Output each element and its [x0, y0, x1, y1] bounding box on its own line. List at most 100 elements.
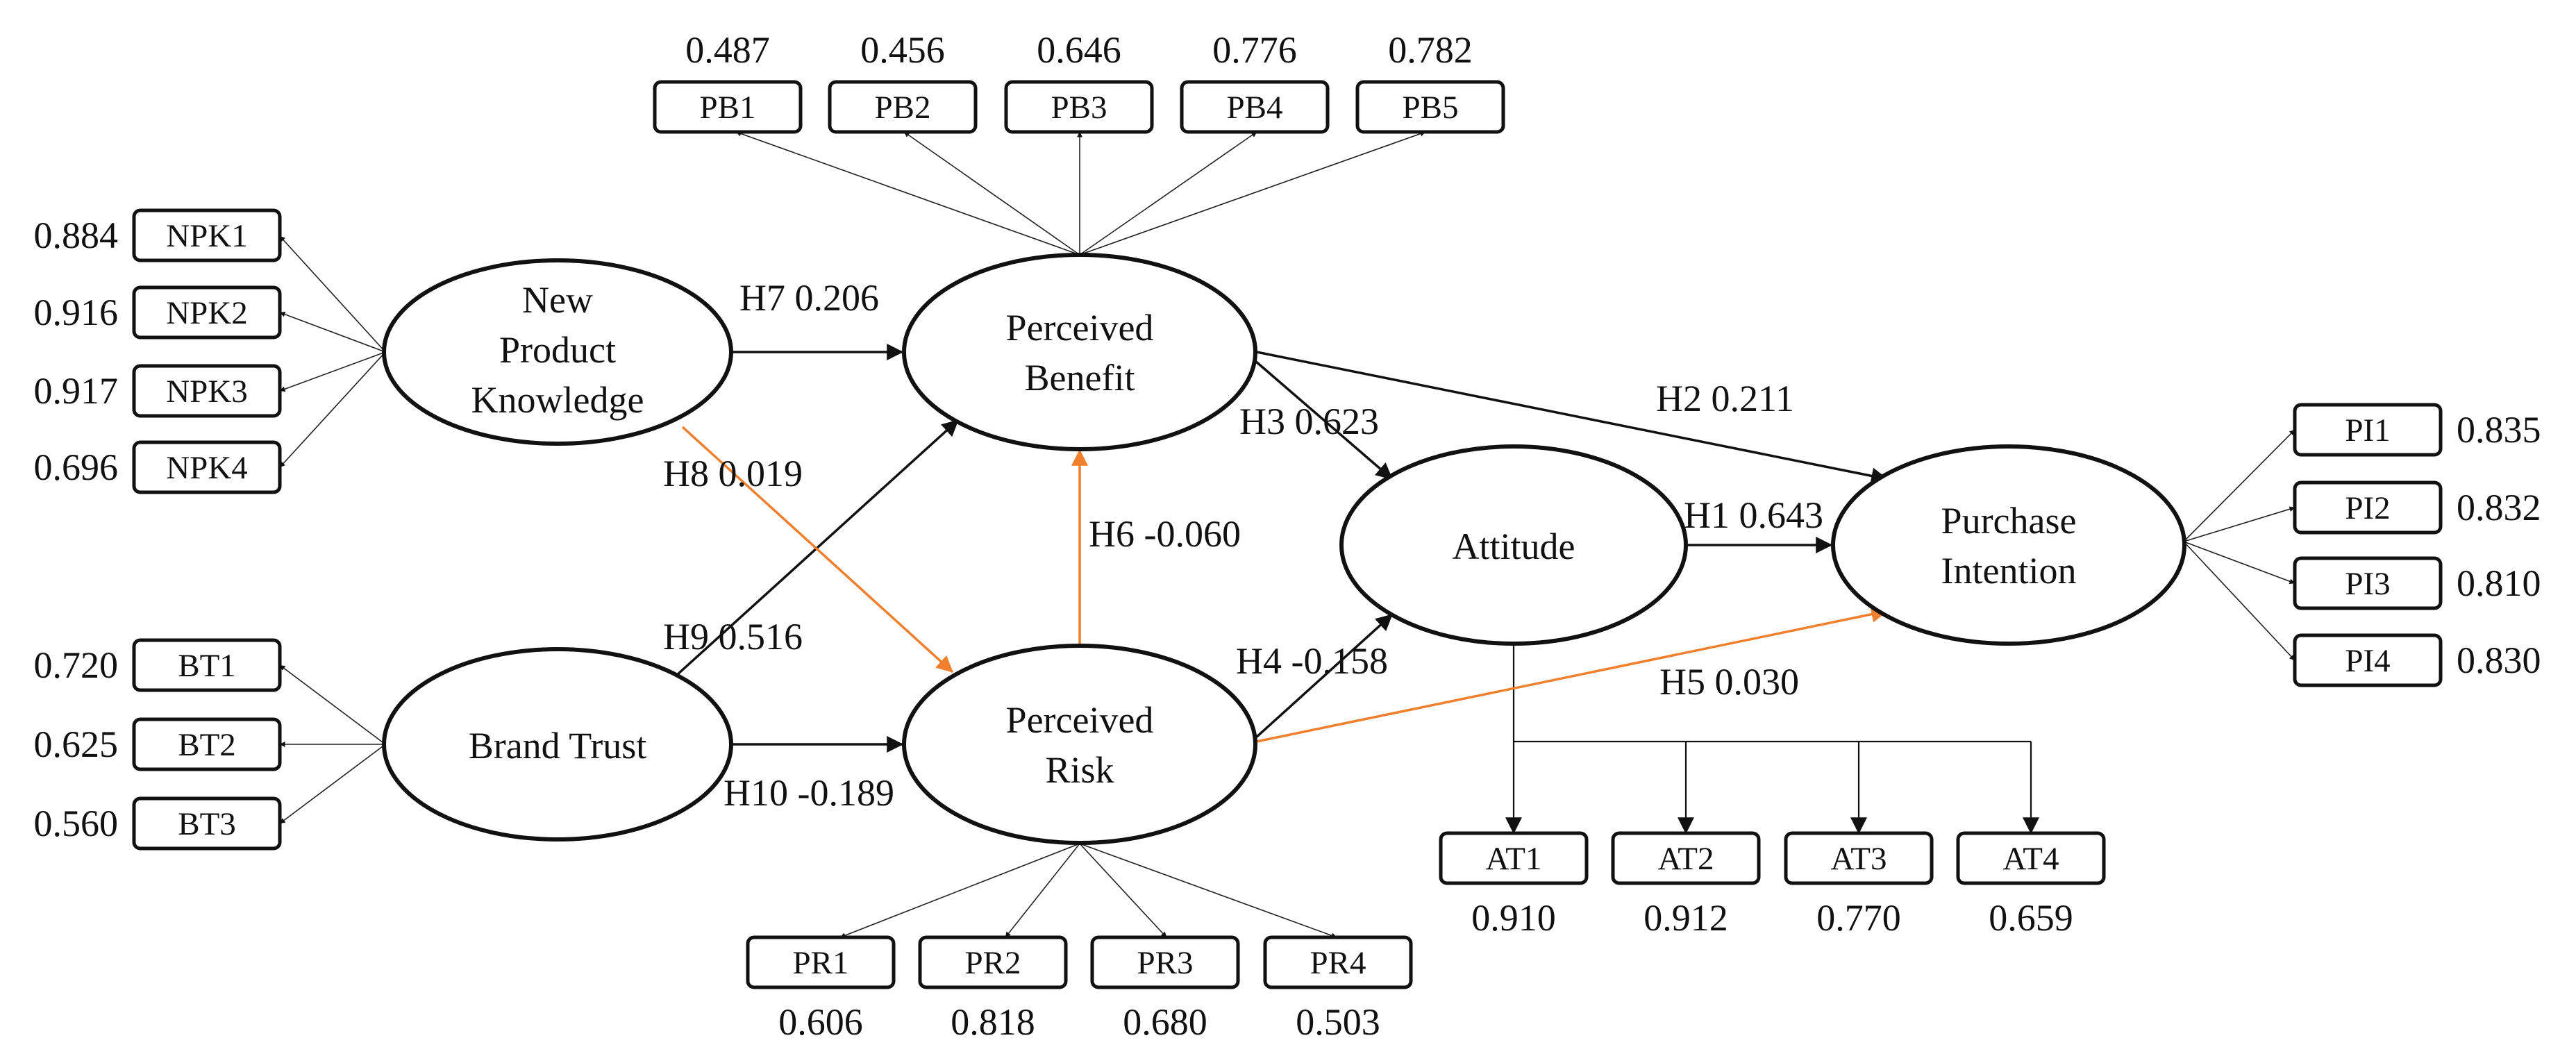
svg-text:NPK2: NPK2	[166, 295, 248, 331]
label-h10: H10 -0.189	[724, 772, 894, 814]
label-h8: H8 0.019	[663, 453, 803, 494]
indicator-npk2: NPK2 0.916	[34, 285, 282, 340]
label-h9: H9 0.516	[663, 616, 803, 658]
label-h7: H7 0.206	[739, 277, 879, 319]
loading-at3: 0.770	[1816, 897, 1901, 939]
indicator-pb3: PB3 0.646	[1004, 29, 1154, 134]
structural-paths	[676, 344, 1889, 753]
indicator-pr1: PR1 0.606	[746, 935, 896, 1043]
indicator-bt2: BT2 0.625	[34, 717, 282, 771]
svg-text:AT2: AT2	[1658, 841, 1714, 877]
indicator-pi4: PI4 0.830	[2293, 633, 2541, 687]
path-h4	[1254, 613, 1394, 739]
path-h5	[1256, 605, 1889, 743]
indicator-bt3: BT3 0.560	[34, 796, 282, 851]
path-labels: H7 0.206 H8 0.019 H9 0.516 H10 -0.189 H6…	[663, 277, 1823, 814]
construct-bt-line1: Brand Trust	[469, 725, 647, 767]
indicator-at4: AT4 0.659	[1956, 831, 2106, 939]
svg-text:PB5: PB5	[1403, 90, 1459, 126]
indicator-at1: AT1 0.910	[1439, 831, 1589, 939]
label-h4: H4 -0.158	[1236, 640, 1388, 682]
construct-npk-line3: Knowledge	[471, 379, 644, 421]
svg-text:NPK4: NPK4	[166, 450, 248, 486]
loading-npk2: 0.916	[34, 292, 119, 333]
loading-pr4: 0.503	[1296, 1001, 1380, 1043]
indicator-npk3: NPK3 0.917	[34, 364, 282, 418]
svg-text:PR4: PR4	[1310, 945, 1366, 981]
loading-at4: 0.659	[1989, 897, 2073, 939]
svg-text:PB3: PB3	[1051, 90, 1107, 126]
construct-pi: Purchase Intention	[1831, 444, 2186, 646]
indicator-at2: AT2 0.912	[1611, 831, 1761, 939]
svg-text:BT2: BT2	[178, 727, 236, 763]
loading-pb1: 0.487	[685, 29, 770, 71]
svg-text:NPK3: NPK3	[166, 374, 248, 410]
path-h3	[1254, 360, 1394, 480]
indicator-pi2: PI2 0.832	[2293, 480, 2541, 535]
loading-bt1: 0.720	[34, 644, 119, 686]
path-h9	[676, 419, 960, 676]
indicator-pb1: PB1 0.487	[653, 29, 803, 134]
indicator-at3: AT3 0.770	[1784, 831, 1934, 939]
indicator-pb5: PB5 0.782	[1355, 29, 1505, 134]
indicator-npk1: NPK1 0.884	[34, 208, 282, 262]
indicator-pr2: PR2 0.818	[918, 935, 1068, 1043]
svg-text:PR1: PR1	[793, 945, 849, 981]
indicator-pi3: PI3 0.810	[2293, 556, 2541, 610]
svg-text:PB1: PB1	[700, 90, 756, 126]
label-h5: H5 0.030	[1659, 661, 1799, 703]
svg-text:AT3: AT3	[1831, 841, 1887, 877]
svg-text:AT1: AT1	[1486, 841, 1542, 877]
construct-pr-line2: Risk	[1045, 749, 1114, 791]
path-h2	[1256, 351, 1889, 485]
construct-npk: New Product Knowledge	[382, 258, 733, 446]
loading-at2: 0.912	[1644, 897, 1728, 939]
label-h6: H6 -0.060	[1089, 513, 1241, 555]
indicator-pr3: PR3 0.680	[1090, 935, 1240, 1043]
loading-pr2: 0.818	[951, 1001, 1035, 1043]
label-h1: H1 0.643	[1684, 494, 1823, 536]
loading-bt2: 0.625	[34, 723, 119, 765]
indicator-pr4: PR4 0.503	[1263, 935, 1413, 1043]
construct-pb-line1: Perceived	[1006, 307, 1154, 349]
svg-text:PB4: PB4	[1227, 90, 1283, 126]
svg-text:PI1: PI1	[2345, 412, 2390, 449]
loading-pi1: 0.835	[2457, 409, 2541, 451]
construct-npk-line1: New	[522, 279, 593, 321]
construct-bt: Brand Trust	[382, 647, 733, 842]
loading-pr3: 0.680	[1123, 1001, 1207, 1043]
attitude-indicator-lines	[1505, 646, 2039, 835]
loading-pr1: 0.606	[778, 1001, 863, 1043]
construct-at-line1: Attitude	[1453, 526, 1575, 567]
svg-text:PI4: PI4	[2345, 643, 2390, 679]
indicator-pb4: PB4 0.776	[1180, 29, 1330, 134]
indicator-lines	[279, 131, 2295, 939]
construct-pr-line1: Perceived	[1006, 699, 1154, 741]
svg-text:PR2: PR2	[965, 945, 1021, 981]
indicator-pb2: PB2 0.456	[828, 29, 978, 134]
loading-bt3: 0.560	[34, 803, 119, 844]
loading-at1: 0.910	[1471, 897, 1556, 939]
label-h3: H3 0.623	[1239, 401, 1379, 442]
construct-pi-line1: Purchase	[1941, 500, 2077, 542]
svg-text:AT4: AT4	[2003, 841, 2059, 877]
svg-text:PB2: PB2	[875, 90, 931, 126]
path-h8	[681, 426, 954, 673]
loading-pb4: 0.776	[1212, 29, 1297, 71]
loading-pi3: 0.810	[2457, 562, 2541, 604]
loading-pb2: 0.456	[860, 29, 945, 71]
construct-pr: Perceived Risk	[902, 644, 1257, 845]
svg-text:PR3: PR3	[1137, 945, 1194, 981]
loading-pi2: 0.832	[2457, 487, 2541, 528]
svg-text:PI2: PI2	[2345, 490, 2390, 526]
construct-pi-line2: Intention	[1941, 550, 2077, 592]
loading-pb5: 0.782	[1388, 29, 1473, 71]
loading-npk1: 0.884	[34, 215, 119, 256]
svg-text:NPK1: NPK1	[166, 218, 248, 254]
construct-at: Attitude	[1339, 444, 1688, 646]
loading-pi4: 0.830	[2457, 639, 2541, 681]
label-h2: H2 0.211	[1656, 378, 1794, 419]
svg-text:BT1: BT1	[178, 648, 236, 684]
loading-pb3: 0.646	[1037, 29, 1121, 71]
